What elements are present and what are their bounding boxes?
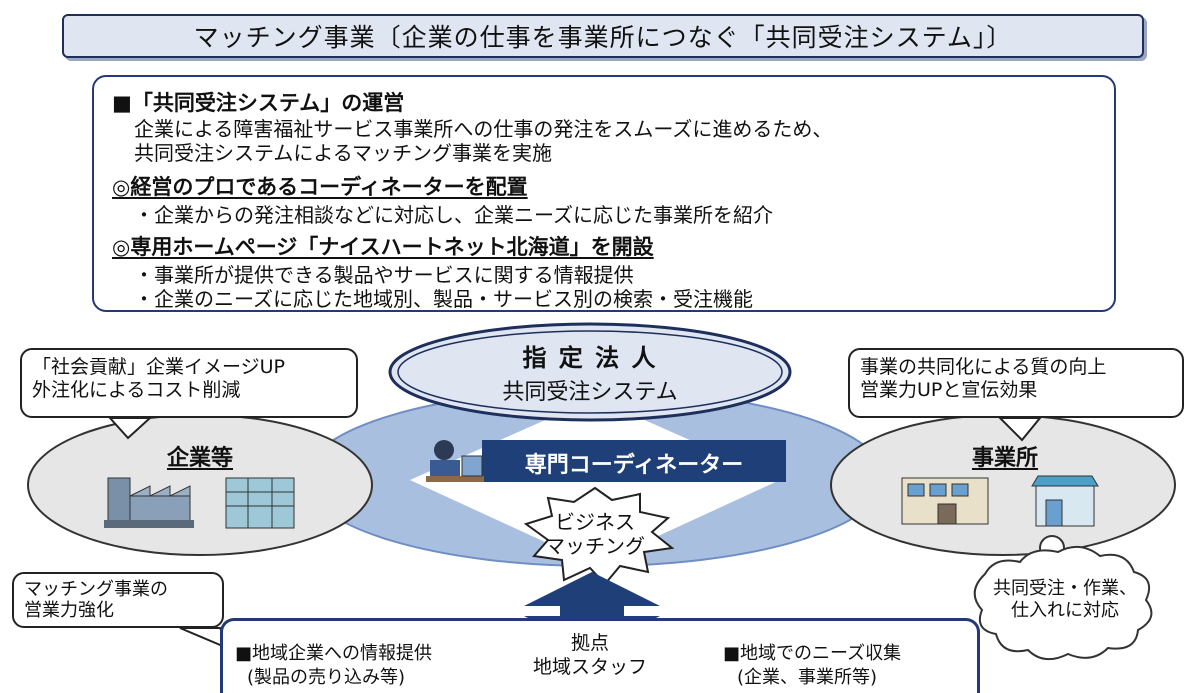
point-website: ◎専用ホームページ「ナイスハートネット北海道」を開設 (112, 235, 654, 259)
thought-line2: 仕入れに対応 (1011, 600, 1119, 621)
office-benefit-bubble: 事業の共同化による質の向上 営業力UPと宣伝効果 (848, 348, 1184, 418)
needs-collection-line2: (企業、事業所等) (737, 667, 878, 688)
factory-icon (104, 477, 194, 528)
system-desc-line2: 共同受注システムによるマッチング事業を実施 (134, 141, 552, 165)
office-ellipse (830, 414, 1176, 556)
coordinator-label: 専門コーディネーター (524, 453, 744, 478)
workshop-building-icon (901, 477, 989, 525)
designated-corp-system: 共同受注システム (502, 380, 678, 405)
point-website-detail2: ・企業のニーズに応じた地域別、製品・サービス別の検索・受注機能 (134, 287, 753, 311)
point-website-detail1: ・事業所が提供できる製品やサービスに関する情報提供 (134, 263, 634, 287)
office-building-icon (225, 477, 295, 529)
shop-building-icon (1031, 475, 1099, 527)
designated-ellipse-inner (397, 330, 783, 414)
page-title: マッチング事業〔企業の仕事を事業所につなぐ「共同受注システム」〕 (193, 23, 1013, 52)
hub-line1: 拠点 (570, 632, 609, 654)
office-benefit-line2: 営業力UPと宣伝効果 (860, 379, 1038, 401)
company-benefit-line1: 「社会貢献」企業イメージUP (32, 356, 285, 378)
company-benefit-line2: 外注化によるコスト削減 (32, 379, 241, 401)
business-matching-line1: ビジネス (555, 510, 635, 534)
office-label: 事業所 (971, 446, 1038, 471)
business-matching-line2: マッチング (545, 534, 645, 558)
point-coordinator: ◎経営のプロであるコーディネーターを配置 (112, 175, 528, 199)
regional-box: ■地域企業への情報提供 (製品の売り込み等) ■地域でのニーズ収集 (企業、事業… (220, 618, 980, 693)
title-banner: マッチング事業〔企業の仕事を事業所につなぐ「共同受注システム」〕 (62, 14, 1144, 58)
designated-ellipse-outer (388, 322, 792, 422)
info-provision-line2: (製品の売り込み等) (247, 667, 406, 688)
point-coordinator-detail: ・企業からの発注相談などに対応し、企業ニーズに応じた事業所を紹介 (134, 203, 773, 227)
info-provision-line1: ■地域企業への情報提供 (235, 643, 433, 664)
thought-line1: 共同受注・作業、 (993, 578, 1137, 599)
sales-strength-bubble: マッチング事業の 営業力強化 (12, 572, 224, 628)
hub-line2: 地域スタッフ (532, 656, 647, 678)
left-bubble-tail (107, 417, 153, 440)
system-heading: ■「共同受注システム」の運営 (112, 91, 405, 115)
company-ellipse (27, 414, 373, 556)
coordinator-person-icon (426, 440, 484, 482)
system-description-box: ■「共同受注システム」の運営 企業による障害福祉サービス事業所への仕事の発注をス… (92, 75, 1116, 312)
system-desc-line1: 企業による障害福祉サービス事業所への仕事の発注をスムーズに進めるため、 (134, 117, 833, 141)
company-label: 企業等 (166, 446, 233, 471)
sales-strength-line1: マッチング事業の (24, 579, 168, 600)
thought-cloud (973, 545, 1153, 661)
needs-collection-line1: ■地域でのニーズ収集 (723, 643, 902, 664)
sales-strength-line2: 営業力強化 (24, 600, 114, 621)
company-benefit-bubble: 「社会貢献」企業イメージUP 外注化によるコスト削減 (20, 348, 358, 418)
right-bubble-tail (997, 417, 1043, 442)
designated-corp-label: 指 定 法 人 (522, 344, 658, 372)
office-benefit-line1: 事業の共同化による質の向上 (860, 356, 1107, 378)
coordinator-banner (482, 440, 786, 482)
